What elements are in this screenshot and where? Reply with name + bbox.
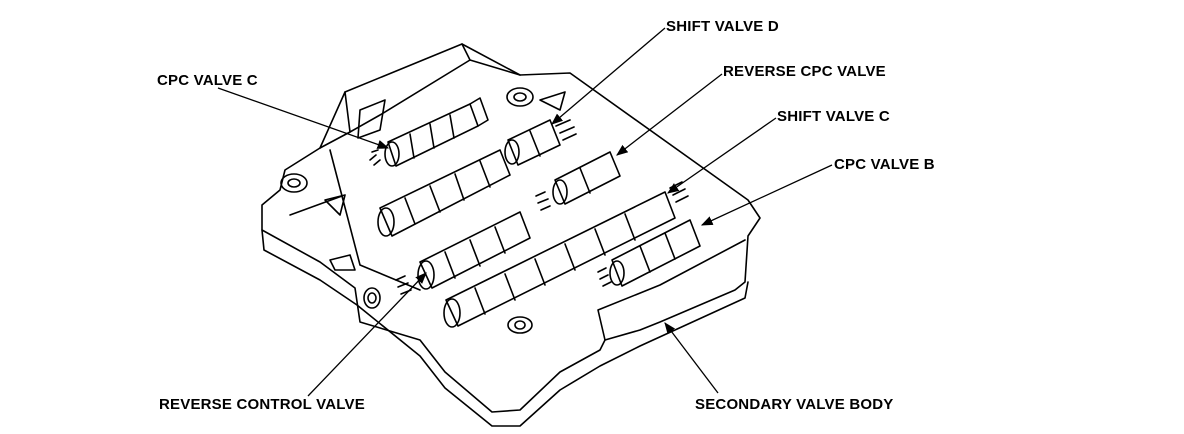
reverse-cpc-valve-spool (535, 151, 621, 211)
leader-shift-valve-d (551, 27, 666, 125)
leader-reverse-control-valve (307, 272, 427, 397)
shift-valve-d-spool (504, 119, 577, 166)
leader-cpc-valve-b (700, 164, 833, 226)
label-shift-valve-d: SHIFT VALVE D (666, 18, 779, 35)
housing-outline (261, 43, 761, 413)
label-cpc-valve-c: CPC VALVE C (157, 72, 258, 89)
label-reverse-control-valve: REVERSE CONTROL VALVE (159, 396, 365, 413)
leader-shift-valve-c (667, 117, 777, 194)
leader-cpc-valve-c (217, 87, 390, 149)
leader-reverse-cpc-valve (616, 73, 723, 156)
label-shift-valve-c: SHIFT VALVE C (777, 108, 890, 125)
leader-secondary-valve-body (664, 322, 719, 394)
cpc-valve-c-spool (369, 97, 489, 167)
label-secondary-valve-body: SECONDARY VALVE BODY (695, 396, 894, 413)
cpc-valve-b-spool (597, 219, 701, 287)
label-cpc-valve-b: CPC VALVE B (834, 156, 935, 173)
shift-valve-c-spool (443, 181, 689, 328)
label-reverse-cpc-valve: REVERSE CPC VALVE (723, 63, 886, 80)
row-2-spool (377, 149, 511, 237)
